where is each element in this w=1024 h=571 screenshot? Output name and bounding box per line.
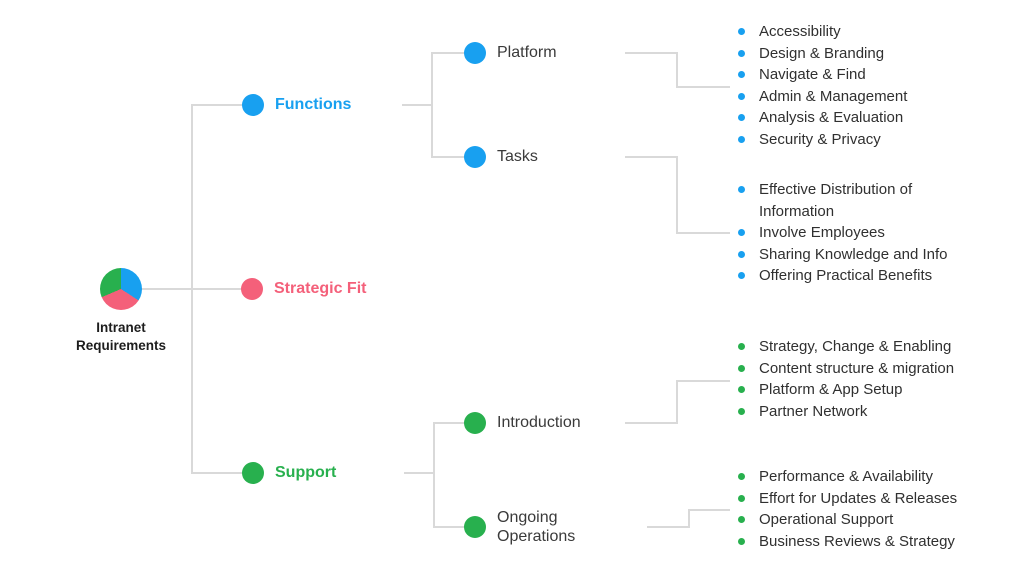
node-label-ongoing-operations[interactable]: Ongoing Operations (497, 509, 576, 545)
connector-root-strategic-fit (140, 288, 244, 290)
connector-introduction-elbow-b (676, 380, 678, 424)
connector-platform-stub (431, 52, 467, 54)
connector-platform-elbow-b (676, 52, 678, 88)
connector-support-children (433, 422, 435, 528)
node-label-functions[interactable]: Functions (275, 96, 352, 113)
leaf-item[interactable]: Accessibility (732, 21, 1002, 43)
connector-functions-stub (402, 104, 433, 106)
node-dot-functions[interactable] (242, 94, 264, 116)
connector-trunk-support (191, 472, 244, 474)
node-dot-tasks[interactable] (464, 146, 486, 168)
connector-ongoing-stub (433, 526, 467, 528)
tasks-item-list: Effective Distribution of Information In… (732, 179, 972, 287)
connector-tasks-elbow-b (676, 156, 678, 234)
node-dot-introduction[interactable] (464, 412, 486, 434)
leaf-item[interactable]: Effort for Updates & Releases (732, 488, 1002, 510)
root-pie-icon[interactable] (100, 268, 142, 310)
leaf-item[interactable]: Operational Support (732, 509, 1002, 531)
leaf-item[interactable]: Analysis & Evaluation (732, 107, 1002, 129)
connector-support-stub (404, 472, 435, 474)
connector-platform-elbow-c (676, 86, 730, 88)
root-label[interactable]: Intranet Requirements (75, 320, 167, 353)
connector-functions-children (431, 52, 433, 158)
leaf-item[interactable]: Business Reviews & Strategy (732, 531, 1002, 553)
connector-tasks-elbow-a (625, 156, 678, 158)
leaf-item[interactable]: Design & Branding (732, 43, 1002, 65)
leaf-item[interactable]: Content structure & migration (732, 358, 1002, 380)
leaf-item[interactable]: Platform & App Setup (732, 379, 1002, 401)
connector-tasks-stub (431, 156, 467, 158)
node-label-introduction[interactable]: Introduction (497, 414, 581, 431)
leaf-item[interactable]: Performance & Availability (732, 466, 1002, 488)
connector-introduction-elbow-a (625, 422, 678, 424)
introduction-item-list: Strategy, Change & Enabling Content stru… (732, 336, 1002, 422)
node-dot-platform[interactable] (464, 42, 486, 64)
leaf-item[interactable]: Strategy, Change & Enabling (732, 336, 1002, 358)
platform-item-list: Accessibility Design & Branding Navigate… (732, 21, 1002, 150)
leaf-item[interactable]: Partner Network (732, 401, 1002, 423)
node-dot-strategic-fit[interactable] (241, 278, 263, 300)
node-label-strategic-fit[interactable]: Strategic Fit (274, 280, 367, 297)
leaf-item[interactable]: Sharing Knowledge and Info (732, 244, 972, 266)
connector-ongoing-elbow-b (688, 509, 690, 528)
connector-trunk-functions (191, 104, 244, 106)
leaf-item[interactable]: Offering Practical Benefits (732, 265, 972, 287)
connector-ongoing-elbow-a (647, 526, 690, 528)
leaf-item[interactable]: Navigate & Find (732, 64, 1002, 86)
node-label-platform[interactable]: Platform (497, 44, 557, 61)
connector-tasks-elbow-c (676, 232, 730, 234)
connector-platform-elbow-a (625, 52, 678, 54)
connector-ongoing-elbow-c (688, 509, 730, 511)
node-label-tasks[interactable]: Tasks (497, 148, 538, 165)
node-label-support[interactable]: Support (275, 464, 337, 481)
connector-introduction-stub (433, 422, 467, 424)
connector-introduction-elbow-c (676, 380, 730, 382)
node-dot-ongoing-operations[interactable] (464, 516, 486, 538)
leaf-item[interactable]: Security & Privacy (732, 129, 1002, 151)
node-dot-support[interactable] (242, 462, 264, 484)
ongoing-operations-item-list: Performance & Availability Effort for Up… (732, 466, 1002, 552)
leaf-item[interactable]: Effective Distribution of Information (732, 179, 972, 222)
leaf-item[interactable]: Admin & Management (732, 86, 1002, 108)
leaf-item[interactable]: Involve Employees (732, 222, 972, 244)
